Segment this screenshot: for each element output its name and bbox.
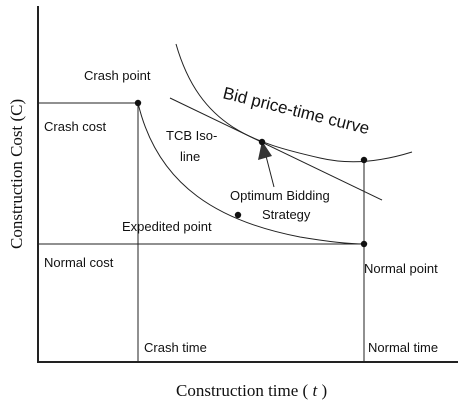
direct-cost-curve	[137, 102, 365, 245]
x-axis-title-prefix: Construction time (	[176, 381, 312, 400]
optimum-arrow-head	[258, 141, 272, 160]
optimum-label-1: Optimum Bidding	[230, 188, 330, 203]
normal-point-dot	[360, 240, 368, 248]
optimum-label-2: Strategy	[262, 207, 311, 222]
y-axis-title: Construction Cost (C)	[7, 99, 26, 249]
tcb-iso-line	[169, 97, 383, 201]
bid-price-time-curve	[175, 43, 413, 163]
crash-time-label: Crash time	[144, 340, 207, 355]
x-axis-title: Construction time ( t )	[176, 381, 327, 400]
crash-cost-label: Crash cost	[44, 119, 107, 134]
optimum-point-dot	[258, 138, 266, 146]
optimum-arrow-shaft	[265, 155, 275, 188]
normal-cost-label: Normal cost	[44, 255, 114, 270]
x-axis-title-suffix: )	[317, 381, 327, 400]
x-axis-title-variable: t	[312, 381, 318, 400]
tcb-iso-label-2: line	[180, 149, 200, 164]
expedited-point-label: Expedited point	[122, 219, 212, 234]
crash-point-label: Crash point	[84, 68, 151, 83]
crash-point-dot	[134, 99, 142, 107]
bid-curve-label: Bid price-time curve	[221, 83, 371, 138]
normal-time-label: Normal time	[368, 340, 438, 355]
expedited-point-dot	[234, 211, 242, 219]
normal-point-label: Normal point	[364, 261, 438, 276]
tcb-iso-label-1: TCB Iso-	[166, 128, 217, 143]
bid-normal-dot	[360, 156, 368, 164]
